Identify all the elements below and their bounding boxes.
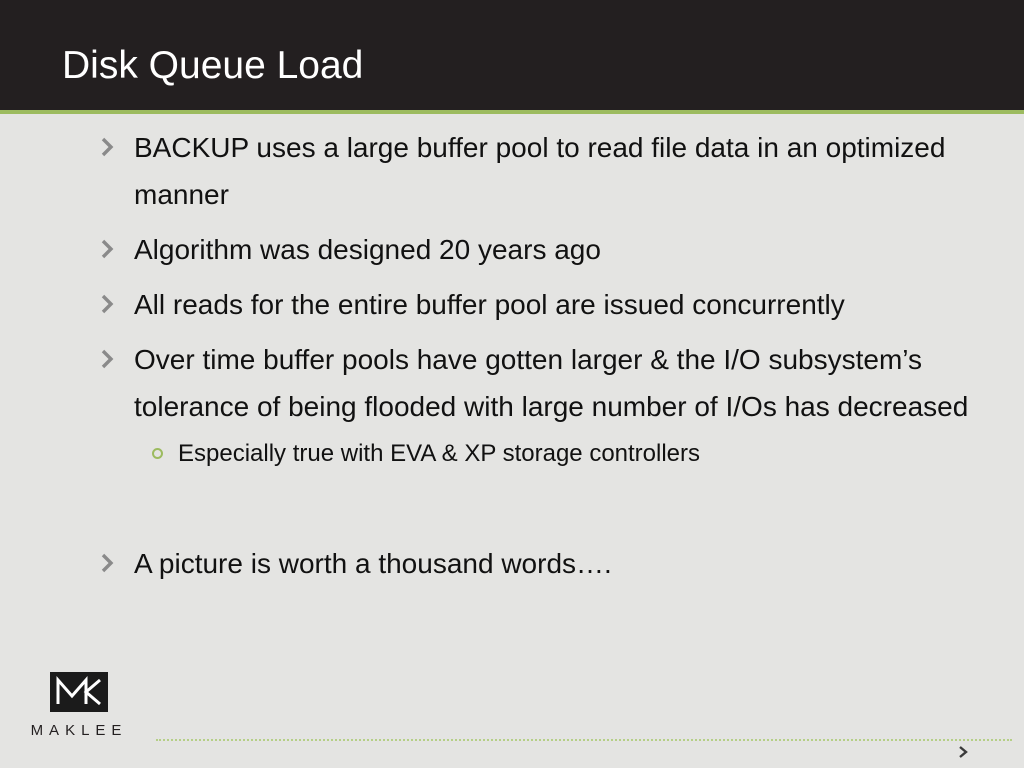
chevron-right-icon bbox=[101, 294, 114, 314]
chevron-right-icon bbox=[101, 553, 114, 573]
bullet-text: A picture is worth a thousand words…. bbox=[134, 548, 612, 579]
bullet-text: BACKUP uses a large buffer pool to read … bbox=[134, 132, 946, 210]
chevron-right-icon bbox=[959, 746, 968, 758]
bullet-text: Algorithm was designed 20 years ago bbox=[134, 234, 601, 265]
chevron-right-icon bbox=[101, 137, 114, 157]
bullet-item: All reads for the entire buffer pool are… bbox=[100, 281, 990, 328]
slide-title: Disk Queue Load bbox=[62, 44, 364, 87]
footer-divider bbox=[156, 739, 1012, 741]
chevron-right-icon bbox=[101, 349, 114, 369]
bullet-item: BACKUP uses a large buffer pool to read … bbox=[100, 124, 990, 218]
spacer bbox=[100, 474, 990, 540]
bullet-item: Algorithm was designed 20 years ago bbox=[100, 226, 990, 273]
title-divider bbox=[0, 110, 1024, 114]
maklee-logo: MAKLEE bbox=[24, 672, 134, 744]
ring-bullet-icon bbox=[152, 448, 163, 459]
bullet-text: All reads for the entire buffer pool are… bbox=[134, 289, 845, 320]
logo-mark-icon bbox=[50, 672, 108, 712]
title-bar bbox=[0, 0, 1024, 110]
chevron-right-icon bbox=[101, 239, 114, 259]
logo-text: MAKLEE bbox=[30, 722, 128, 739]
bullet-item: A picture is worth a thousand words…. bbox=[100, 540, 990, 587]
bullet-item: Over time buffer pools have gotten large… bbox=[100, 336, 990, 430]
sub-bullet-text: Especially true with EVA & XP storage co… bbox=[178, 440, 701, 467]
slide-content: BACKUP uses a large buffer pool to read … bbox=[100, 124, 990, 595]
bullet-text: Over time buffer pools have gotten large… bbox=[134, 344, 969, 422]
sub-bullet-item: Especially true with EVA & XP storage co… bbox=[100, 434, 990, 474]
